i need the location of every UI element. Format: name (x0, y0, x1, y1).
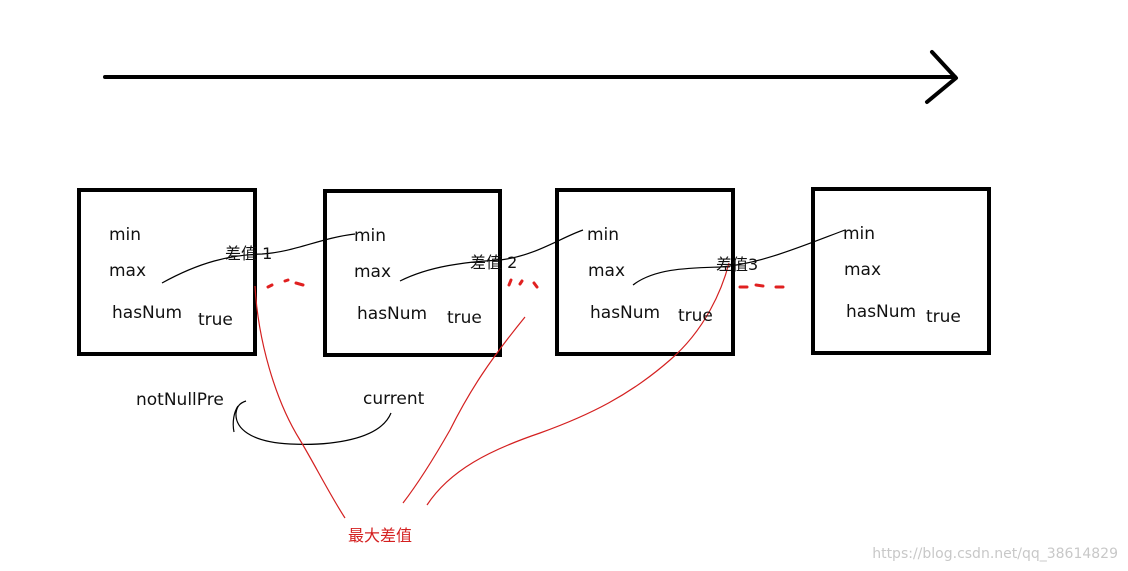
difference-connector-1 (161, 233, 356, 284)
bucket-2-hasnum-value: true (447, 308, 482, 328)
pointer-current-label: current (363, 389, 425, 409)
bucket-box-2 (323, 189, 502, 357)
bucket-1-min-label: min (109, 225, 141, 245)
difference-connector-3 (632, 229, 846, 286)
bucket-1-max-label: max (109, 261, 146, 281)
bucket-3-max-label: max (588, 261, 625, 281)
difference-label-1: 差值 1 (225, 244, 272, 263)
annotation-line-2 (402, 316, 526, 504)
bucket-3-hasnum-label: hasNum (590, 303, 660, 323)
bucket-4-max-label: max (844, 260, 881, 280)
pointer-arc (235, 400, 392, 445)
bucket-2-min-label: min (354, 226, 386, 246)
pointer-arrowhead (232, 405, 239, 433)
bucket-4-hasnum-label: hasNum (846, 302, 916, 322)
gap-marker-1 (266, 278, 305, 289)
annotation-line-1 (254, 285, 346, 519)
bucket-1-hasnum-label: hasNum (112, 303, 182, 323)
bucket-4-hasnum-value: true (926, 307, 961, 327)
gap-marker-3 (738, 283, 785, 289)
difference-connector-2 (399, 229, 584, 282)
watermark: https://blog.csdn.net/qq_38614829 (872, 546, 1118, 562)
max-difference-annotation: 最大差值 (348, 526, 412, 545)
difference-label-3: 差值3 (716, 255, 758, 274)
bucket-box-4 (811, 187, 991, 355)
pointer-not-null-pre-label: notNullPre (136, 390, 224, 410)
difference-label-2: 差值 2 (470, 253, 517, 272)
annotation-line-3 (426, 262, 730, 506)
bucket-1-hasnum-value: true (198, 310, 233, 330)
bucket-3-hasnum-value: true (678, 306, 713, 326)
bucket-2-hasnum-label: hasNum (357, 304, 427, 324)
bucket-box-3 (555, 188, 735, 356)
bucket-2-max-label: max (354, 262, 391, 282)
gap-marker-2 (507, 278, 539, 289)
bucket-box-1 (77, 188, 257, 356)
bucket-4-min-label: min (843, 224, 875, 244)
direction-arrow (103, 50, 958, 104)
bucket-3-min-label: min (587, 225, 619, 245)
